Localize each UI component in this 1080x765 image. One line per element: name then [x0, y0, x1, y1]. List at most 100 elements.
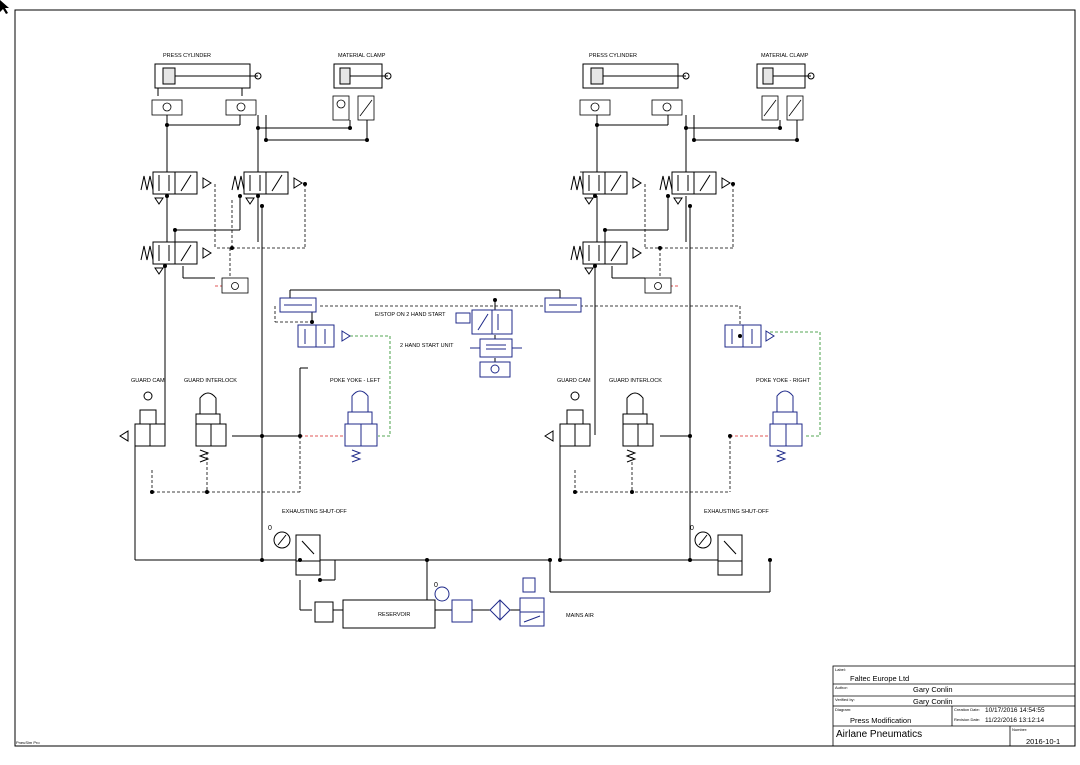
flow-control-valves [332, 95, 804, 121]
material-clamp-left [333, 63, 392, 89]
two-hand-start-unit [279, 297, 582, 378]
label-exhausting-left: EXHAUSTING SHUT-OFF [282, 509, 347, 515]
label-reservoir: RESERVOIR [378, 612, 410, 618]
label-material-clamp-left: MATERIAL CLAMP [338, 53, 386, 59]
page-border [14, 9, 1076, 747]
junction-dot [593, 194, 597, 198]
valve-left-a [140, 171, 212, 205]
junction-dot [165, 123, 169, 127]
junction-dot [365, 138, 369, 142]
junction-dot [795, 138, 799, 142]
junction-dot [728, 434, 732, 438]
gauge-zero-right: 0 [690, 525, 694, 532]
label-exhausting-right: EXHAUSTING SHUT-OFF [704, 509, 769, 515]
junction-dot [205, 490, 209, 494]
tb-verified-caption: Verified by: [835, 697, 855, 702]
title-block [832, 665, 1076, 747]
junction-dot [256, 126, 260, 130]
junction-dot [163, 264, 167, 268]
label-guard-cam-right: GUARD CAM [557, 378, 591, 384]
junction-dot [688, 204, 692, 208]
reservoir-unit [314, 599, 436, 629]
junction-dot [688, 434, 692, 438]
component-labels: PRESS CYLINDER MATERIAL CLAMP PRESS CYLI… [16, 53, 811, 745]
junction-dot [603, 228, 607, 232]
junction-dot [298, 558, 302, 562]
footer-mark: PneuSim Pro [16, 740, 40, 745]
tb-verified: Gary Conlin [913, 697, 953, 706]
junction-dot [260, 558, 264, 562]
junction-dot [658, 246, 662, 250]
tb-revision-date: 11/22/2016 13:12:14 [985, 717, 1045, 724]
tb-author: Gary Conlin [913, 685, 953, 694]
junction-dot [260, 204, 264, 208]
guard-valves [119, 391, 654, 463]
tb-revision-caption: Revision Date: [954, 717, 980, 722]
tb-number: 2016-10-1 [1026, 737, 1060, 746]
label-material-clamp-right: MATERIAL CLAMP [761, 53, 809, 59]
directional-valves [140, 171, 731, 275]
junction-dot [731, 182, 735, 186]
gauge-zero-regulator: 0 [434, 582, 438, 589]
tb-author-caption: Author: [835, 685, 848, 690]
label-press-cylinder-right: PRESS CYLINDER [589, 53, 637, 59]
junction-dot [260, 434, 264, 438]
label-press-cylinder-left: PRESS CYLINDER [163, 53, 211, 59]
tb-label-caption: Label: [835, 667, 846, 672]
junction-dot [173, 228, 177, 232]
label-mains-air: MAINS AIR [566, 613, 594, 619]
junction-dot [230, 246, 234, 250]
junction-dot [595, 123, 599, 127]
junction-dot [778, 126, 782, 130]
junction-dot [548, 558, 552, 562]
valve-left-c [140, 241, 212, 275]
label-guard-interlock-right: GUARD INTERLOCK [609, 378, 662, 384]
junction-dot [688, 558, 692, 562]
junction-dot [768, 558, 772, 562]
junction-dot [348, 126, 352, 130]
material-clamp-right [756, 63, 815, 89]
junction-dot [318, 578, 322, 582]
junction-dots [150, 123, 799, 582]
junction-dot [558, 558, 562, 562]
title-block-text: Label: Faltec Europe Ltd Author: Gary Co… [835, 667, 1060, 746]
valve-right-b [659, 171, 731, 205]
press-cylinder-left [154, 63, 262, 96]
junction-dot [264, 138, 268, 142]
junction-dot [425, 558, 429, 562]
junction-dot [150, 490, 154, 494]
pilot-lines [151, 171, 741, 493]
air-preparation-unit [434, 577, 545, 627]
tb-number-caption: Number: [1012, 727, 1027, 732]
pilot-valves-blue [297, 324, 775, 348]
junction-dot [165, 194, 169, 198]
junction-dot [303, 182, 307, 186]
label-poke-yoke-left: POKE YOKE - LEFT [330, 378, 381, 384]
tb-creation-date: 10/17/2016 14:54:55 [985, 707, 1045, 714]
junction-dot [310, 320, 314, 324]
poke-yoke-valves [344, 390, 803, 463]
tb-diagram-caption: Diagram: [835, 707, 851, 712]
tb-creation-caption: Creation Date: [954, 707, 980, 712]
junction-dot [238, 194, 242, 198]
junction-dot [298, 434, 302, 438]
label-guard-cam-left: GUARD CAM [131, 378, 165, 384]
junction-dot [692, 138, 696, 142]
junction-dot [573, 490, 577, 494]
junction-dot [593, 264, 597, 268]
junction-dot [493, 298, 497, 302]
valve-left-b [231, 171, 303, 205]
shuttle-valves [221, 277, 672, 294]
label-two-hand-start: 2 HAND START UNIT [400, 343, 454, 349]
signal-lines [215, 285, 821, 437]
label-estop: E/STOP ON 2 HAND START [375, 312, 446, 318]
gauge-zero-left: 0 [268, 525, 272, 532]
tb-project: Airlane Pneumatics [836, 729, 922, 740]
junction-dot [684, 126, 688, 130]
valve-right-a [570, 171, 642, 205]
valve-right-c [570, 241, 642, 275]
junction-dot [738, 334, 742, 338]
press-cylinder-right [582, 63, 690, 89]
